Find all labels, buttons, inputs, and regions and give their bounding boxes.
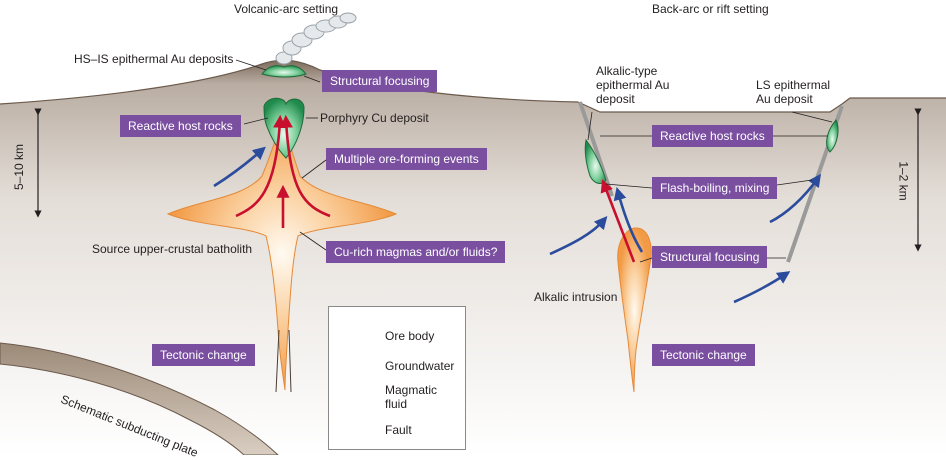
- tag-reactive-host-left: Reactive host rocks: [120, 115, 241, 137]
- legend-ore-body-label: Ore body: [385, 329, 435, 343]
- groundwater-arrow-right-2: [613, 186, 644, 253]
- groundwater-arrow-left: [213, 146, 266, 188]
- label-batholith: Source upper-crustal batholith: [92, 242, 253, 256]
- rift-basin-surface: [577, 101, 843, 113]
- tag-structural-focusing-left: Structural focusing: [322, 70, 438, 92]
- subducting-plate: [0, 342, 279, 455]
- label-ls-deposit: LS epithermal Au deposit: [756, 78, 831, 106]
- label-alkalic-deposit: Alkalic-type epithermal Au deposit: [596, 64, 670, 106]
- magmatic-arrow-left-2: [279, 114, 331, 218]
- label-porphyry-deposit: Porphyry Cu deposit: [320, 111, 429, 125]
- label-hs-is-deposits: HS–IS epithermal Au deposits: [74, 52, 234, 66]
- ls-ore-body: [826, 119, 839, 153]
- magmatic-arrow-left-1: [235, 114, 287, 218]
- tag-structural-focusing-right: Structural focusing: [652, 246, 768, 268]
- tag-tectonic-change-right: Tectonic change: [652, 344, 755, 366]
- heading-back-arc: Back-arc or rift setting: [652, 2, 769, 16]
- scale-label-right: 1–2 km: [896, 161, 911, 201]
- tag-multiple-events: Multiple ore-forming events: [326, 148, 487, 170]
- groundwater-arrow-right-3: [769, 173, 821, 224]
- alkalic-ore-body: [584, 138, 607, 184]
- tag-flash-boiling: Flash-boiling, mixing: [652, 177, 778, 199]
- alkalic-intrusion-body: [617, 227, 652, 393]
- hs-is-ore-body: [261, 65, 307, 78]
- legend-fault-label: Fault: [385, 423, 412, 437]
- groundwater-arrow-right-1: [549, 216, 608, 256]
- legend-magmatic-label: Magmatic fluid: [385, 383, 438, 411]
- legend-box: Ore body Groundwater Magmatic fluid Faul…: [328, 306, 466, 450]
- label-alkalic-intrusion: Alkalic intrusion: [534, 290, 618, 304]
- magmatic-arrow-right: [600, 179, 636, 263]
- scale-label-left: 5–10 km: [12, 143, 27, 191]
- legend-groundwater-label: Groundwater: [385, 359, 455, 373]
- heading-volcanic-arc: Volcanic-arc setting: [234, 2, 339, 16]
- tag-cu-rich: Cu-rich magmas and/or fluids?: [326, 241, 506, 263]
- groundwater-arrow-right-4: [733, 271, 791, 304]
- tag-tectonic-change-left: Tectonic change: [152, 344, 255, 366]
- tag-reactive-host-right: Reactive host rocks: [652, 125, 773, 147]
- volcanic-plume: [275, 12, 357, 65]
